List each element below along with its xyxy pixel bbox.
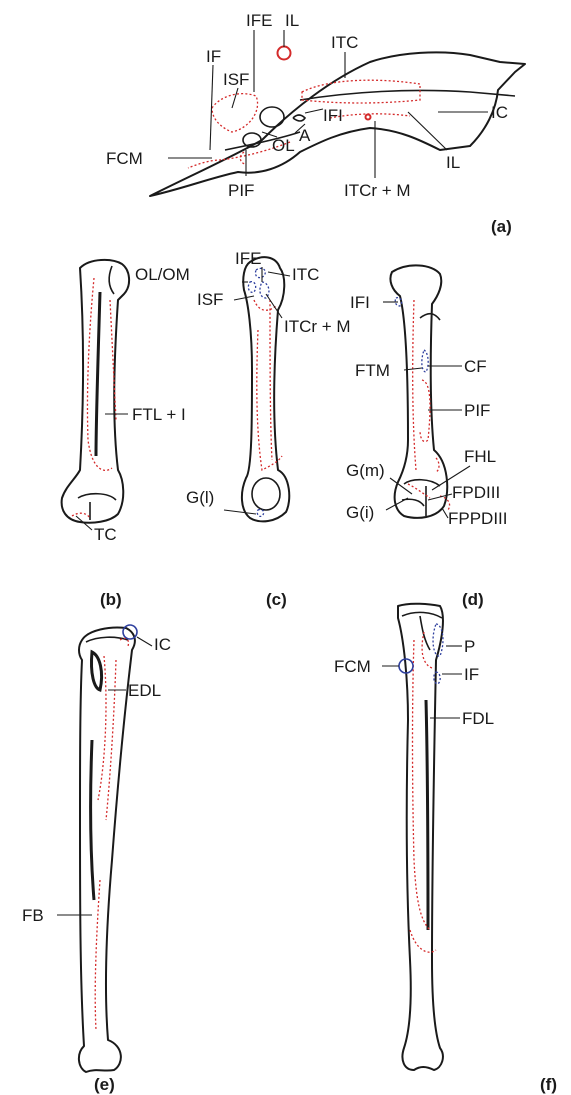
label-isf: ISF <box>223 70 249 89</box>
label-itcr-m-c: ITCr + M <box>284 317 351 336</box>
panel-a: IFE IL IF ISF ITC IC FCM A IFI OL IL PIF… <box>106 11 525 236</box>
label-pif-d: PIF <box>464 401 490 420</box>
label-fdl: FDL <box>462 709 494 728</box>
label-ife-c: IFE <box>235 249 261 268</box>
femur-b-outline <box>62 260 129 523</box>
label-il-top: IL <box>285 11 299 30</box>
panel-d: IFI FTM CF PIF FHL G(m) FPDIII G(i) FPPD… <box>346 265 508 609</box>
label-cf: CF <box>464 357 487 376</box>
label-ol: OL <box>272 136 295 155</box>
tibiotarsus-e-outline <box>79 628 135 1073</box>
panel-b: FTL + I TC (b) <box>62 260 186 609</box>
label-itc: ITC <box>331 33 358 52</box>
label-fcm: FCM <box>106 149 143 168</box>
label-g-l: G(l) <box>186 488 214 507</box>
label-itc-c: ITC <box>292 265 319 284</box>
label-ife: IFE <box>246 11 272 30</box>
panel-tag-b: (b) <box>100 590 122 609</box>
label-ifi: IFI <box>323 106 343 125</box>
panel-tag-e: (e) <box>94 1075 115 1094</box>
panel-tag-c: (c) <box>266 590 287 609</box>
panel-f: P FCM IF FDL (f) <box>334 604 557 1094</box>
label-tc: TC <box>94 525 117 544</box>
label-ic: IC <box>491 103 508 122</box>
panel-tag-a: (a) <box>491 217 512 236</box>
panel-e: IC EDL FB (e) <box>22 625 171 1094</box>
label-isf-c: ISF <box>197 290 223 309</box>
panel-tag-f: (f) <box>540 1075 557 1094</box>
label-fb: FB <box>22 906 44 925</box>
label-il-right: IL <box>446 153 460 172</box>
il-marker-circle <box>278 47 291 60</box>
label-itcr-m: ITCr + M <box>344 181 411 200</box>
label-ol-om: OL/OM <box>135 265 190 284</box>
label-if-f: IF <box>464 665 479 684</box>
label-if: IF <box>206 47 221 66</box>
label-g-i: G(i) <box>346 503 374 522</box>
label-ic-e: IC <box>154 635 171 654</box>
label-pif: PIF <box>228 181 254 200</box>
label-g-m: G(m) <box>346 461 385 480</box>
label-fpdiii: FPDIII <box>452 483 500 502</box>
label-p: P <box>464 637 475 656</box>
panel-tag-d: (d) <box>462 590 484 609</box>
tibiotarsus-e-leader-ic <box>137 637 152 646</box>
label-fcm-f: FCM <box>334 657 371 676</box>
acetabulum-outline <box>260 107 284 127</box>
label-ftm: FTM <box>355 361 390 380</box>
label-fppdiii: FPPDIII <box>448 509 508 528</box>
label-a: A <box>299 126 311 145</box>
label-edl: EDL <box>128 681 161 700</box>
label-fhl: FHL <box>464 447 496 466</box>
panel-c: IFE OL/OM ITC ISF ITCr + M G(l) (c) <box>135 249 351 609</box>
label-ftl-i: FTL + I <box>132 405 186 424</box>
label-ifi-d: IFI <box>350 293 370 312</box>
